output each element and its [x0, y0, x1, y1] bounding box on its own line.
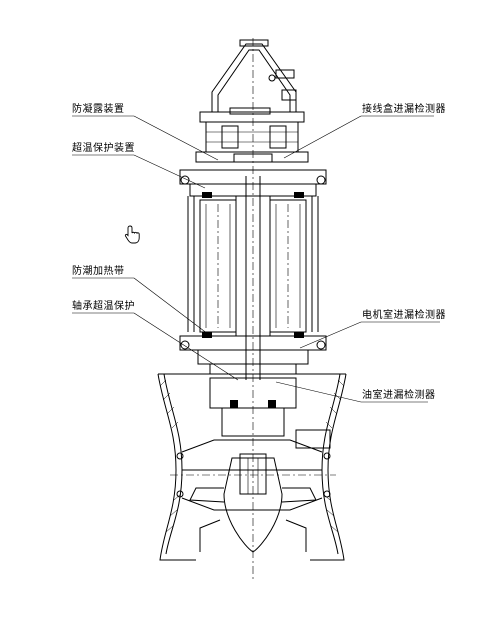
motor-housing	[179, 169, 327, 380]
leader-lines	[72, 115, 440, 403]
label-junction-box-leak: 接线盒进漏检测器	[362, 104, 446, 115]
label-over-temp-protection: 超温保护装置	[72, 143, 135, 154]
label-motor-chamber-leak: 电机室进漏检测器	[362, 310, 446, 321]
label-oil-chamber-leak: 油室进漏检测器	[362, 390, 436, 401]
label-bearing-over-temp: 轴承超温保护	[72, 301, 135, 312]
label-anti-condensation: 防凝露装置	[72, 104, 125, 115]
junction-box	[195, 107, 309, 163]
hand-pointer-icon	[124, 225, 140, 244]
label-moisture-heater: 防潮加热带	[72, 266, 125, 277]
pump-casing	[157, 373, 347, 561]
lifting-handle	[211, 39, 297, 112]
